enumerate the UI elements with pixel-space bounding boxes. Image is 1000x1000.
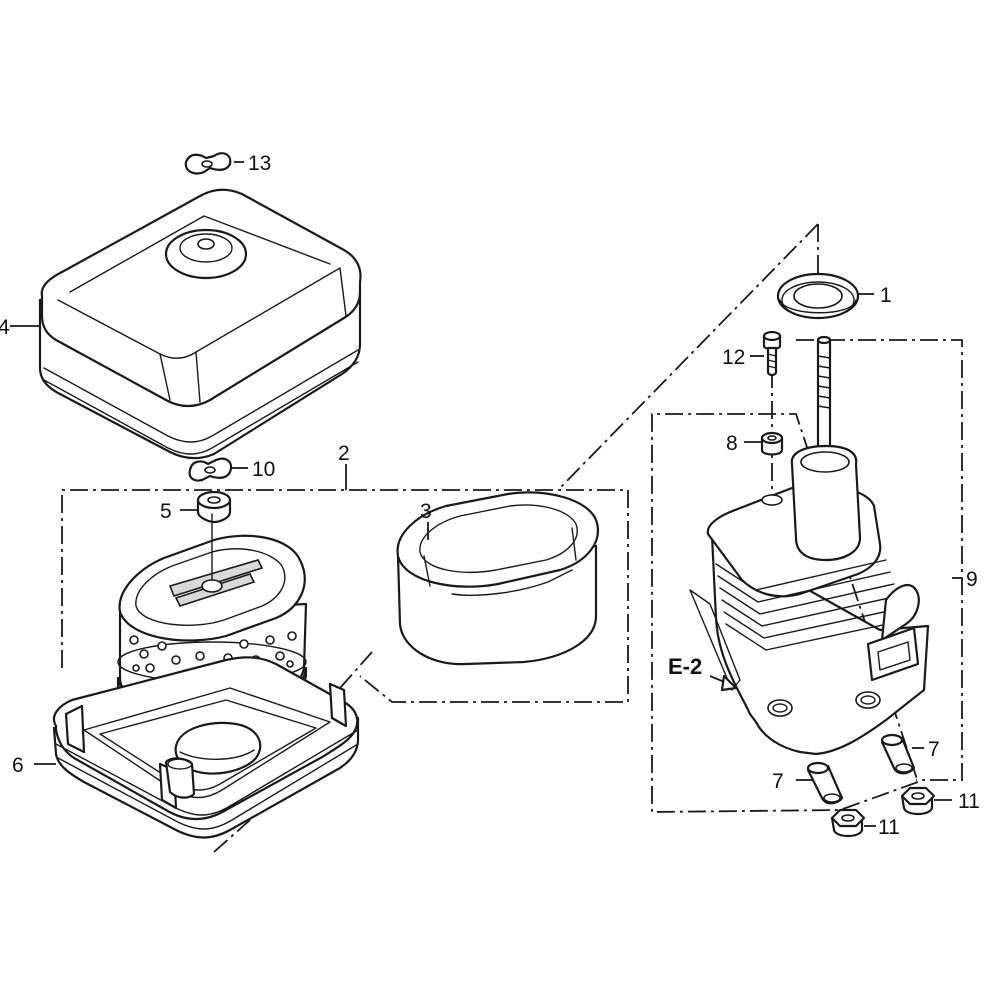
outline-link: [339, 651, 373, 689]
callout-2: 2: [338, 442, 350, 465]
callout-7-left: 7: [772, 770, 784, 793]
callout-13: 13: [248, 152, 271, 175]
wing-nut-13: [184, 152, 232, 175]
callout-3: 3: [420, 500, 432, 523]
callout-9: 9: [966, 568, 978, 591]
reference-e2: E-2: [668, 654, 702, 679]
callout-1: 1: [880, 284, 892, 307]
callout-7-right: 7: [928, 738, 940, 761]
air-cleaner-case-9: [689, 335, 930, 756]
assembly-outline-2: [61, 489, 629, 703]
callout-11-lower: 11: [878, 816, 900, 839]
bolt-12: [762, 330, 782, 377]
collar-7-right: [880, 733, 916, 775]
paper-filter-element: [116, 513, 308, 720]
callout-10: 10: [252, 458, 275, 481]
grommet-5: [196, 490, 232, 524]
nut-11-lower: [830, 808, 866, 838]
callout-11-upper: 11: [958, 790, 980, 813]
foam-filter-element-3: [396, 491, 599, 666]
nut-11-upper: [900, 786, 936, 816]
leader-lines: [10, 161, 962, 827]
collar-8: [760, 431, 784, 456]
air-cleaner-base-6: [52, 656, 360, 853]
reference-arrow: [720, 674, 738, 692]
callout-8: 8: [726, 432, 738, 455]
callout-5: 5: [160, 500, 172, 523]
callout-4: 4: [0, 316, 10, 339]
callout-12: 12: [722, 346, 745, 369]
wing-nut-10: [188, 457, 233, 482]
air-cleaner-cover-4: [38, 188, 362, 460]
seal-ring-1: [776, 272, 860, 320]
callout-6: 6: [12, 754, 24, 777]
collar-7-left: [806, 761, 844, 805]
